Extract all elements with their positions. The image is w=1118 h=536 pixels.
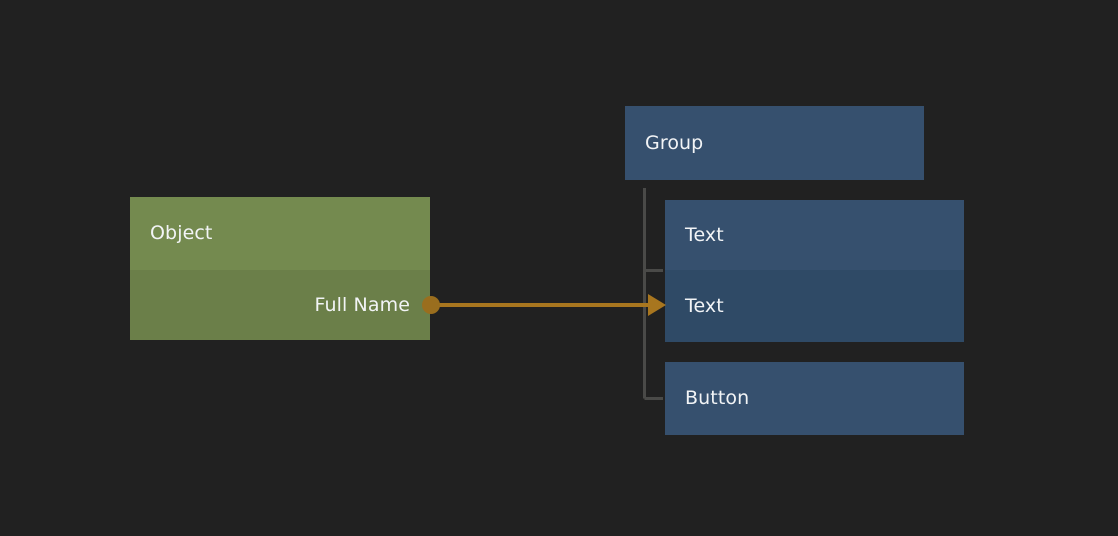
node-text-header[interactable]: Text: [665, 200, 964, 270]
node-button[interactable]: Button: [665, 362, 964, 435]
node-text-title: Text: [685, 223, 724, 246]
node-text-field-row[interactable]: Text: [665, 270, 964, 342]
node-object-header[interactable]: Object: [130, 197, 430, 270]
node-group-title: Group: [645, 131, 704, 154]
node-button-title: Button: [685, 387, 750, 409]
node-object-title: Object: [150, 222, 213, 244]
node-object-field-row[interactable]: Full Name: [130, 270, 430, 340]
connection-arrowhead-icon: [648, 294, 666, 316]
node-button-header[interactable]: Button: [665, 362, 964, 435]
node-group-header[interactable]: Group: [625, 106, 924, 180]
node-text[interactable]: Text Text: [665, 200, 964, 342]
node-object-field-label: Full Name: [314, 293, 410, 316]
node-object[interactable]: Object Full Name: [130, 197, 430, 340]
node-group[interactable]: Group: [625, 106, 924, 180]
node-text-field-label: Text: [685, 294, 724, 317]
